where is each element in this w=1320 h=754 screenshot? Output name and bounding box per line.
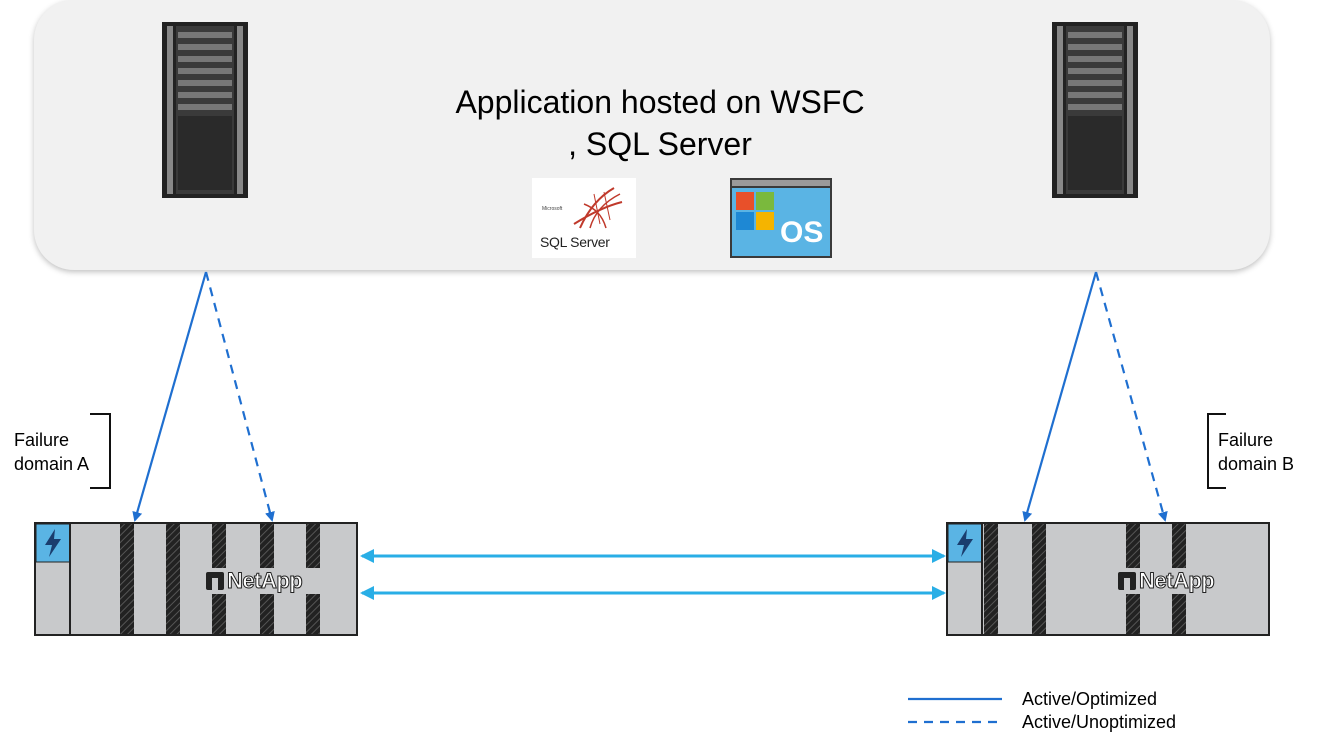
os-icon: OS [730, 178, 832, 258]
sql-logo-microsoft-text: Microsoft [542, 206, 563, 212]
sql-server-swirl-icon [573, 187, 623, 229]
legend-active-unoptimized-label: Active/Unoptimized [1022, 712, 1177, 732]
netapp-logo: NetApp [206, 568, 303, 594]
server-left-icon [162, 22, 248, 198]
netapp-logo: NetApp [1118, 568, 1215, 594]
netapp-brand-text: NetApp [1138, 568, 1215, 594]
failure-domain-b-bracket [1207, 413, 1226, 489]
sql-server-logo: Microsoft SQL Server [532, 178, 636, 258]
legend-active-optimized-label: Active/Optimized [1022, 689, 1158, 709]
netapp-mark-icon [1118, 572, 1136, 590]
storage-array-a: NetApp [34, 522, 358, 636]
path-right-active-optimized [1022, 271, 1098, 522]
storage-array-b: NetApp [946, 522, 1270, 636]
failure-domain-a-bracket [90, 413, 111, 489]
path-left-active-unoptimized [204, 271, 275, 522]
netapp-brand-text: NetApp [226, 568, 303, 594]
lightning-icon [45, 529, 61, 557]
path-right-active-unoptimized [1094, 271, 1168, 522]
lightning-icon [957, 529, 973, 557]
failure-domain-a-label: Failure domain A [14, 428, 89, 476]
os-icon-text: OS [780, 216, 824, 249]
failure-domain-b-label: Failure domain B [1218, 428, 1294, 476]
host-title-line1: Application hosted on WSFC [455, 84, 865, 120]
server-right-icon [1052, 22, 1138, 198]
failure-domain-a-line2: domain A [14, 454, 90, 474]
failure-domain-a-line1: Failure [14, 430, 70, 450]
failure-domain-b-line1: Failure [1218, 430, 1274, 450]
failure-domain-b-line2: domain B [1218, 454, 1295, 474]
netapp-mark-icon [206, 572, 224, 590]
path-left-active-optimized [132, 271, 208, 522]
host-title-line2: , SQL Server [568, 126, 752, 162]
sql-logo-text: SQL Server [540, 234, 610, 250]
